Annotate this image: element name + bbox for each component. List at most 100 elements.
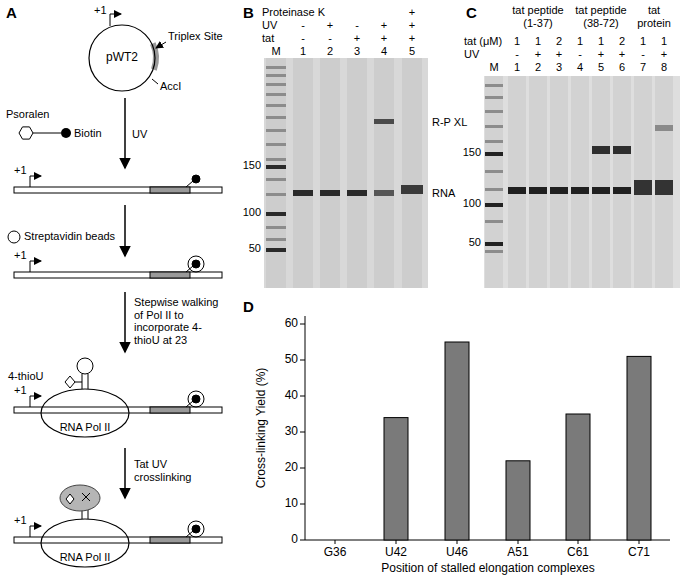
rna-band — [374, 190, 394, 196]
lane-condition: + — [381, 19, 387, 32]
bead-symbol — [188, 256, 204, 272]
row-header: Proteinase K — [262, 6, 325, 19]
ladder-band — [485, 125, 503, 128]
rna-band — [320, 190, 340, 196]
group-header: tat peptide (38-72) — [571, 4, 631, 29]
ladder-band — [266, 165, 286, 169]
ladder-band — [266, 129, 286, 132]
tick-label: 60 — [285, 317, 298, 331]
gel-lane — [655, 76, 673, 288]
ladder-band — [266, 74, 286, 77]
ladder-band — [485, 220, 503, 223]
ladder-band — [485, 140, 503, 143]
start-arrow — [30, 526, 41, 537]
size-marker: 100 — [243, 206, 261, 219]
size-marker: 100 — [463, 197, 481, 210]
gel-lane — [266, 58, 286, 288]
ellipse-outline — [41, 519, 129, 567]
crosslink-band — [655, 125, 673, 131]
ladder-band — [485, 152, 503, 156]
lane-condition: + — [409, 19, 415, 32]
ladder-band — [266, 116, 286, 119]
start-site: +1 — [14, 384, 27, 397]
rna-loop — [77, 358, 93, 374]
gel-lane — [402, 58, 422, 288]
lane-condition: + — [619, 48, 625, 61]
lane-condition: + — [556, 48, 562, 61]
y-ticks — [300, 324, 305, 540]
plasmid-art — [110, 14, 166, 84]
step-arrows — [124, 98, 126, 498]
psoralen-hexagon — [19, 127, 33, 139]
reagent-label: 4-thioU — [8, 370, 43, 383]
start-site: +1 — [14, 514, 27, 527]
lane-number: M — [489, 61, 498, 74]
triplex-block — [150, 537, 190, 543]
panel-letter: D — [243, 298, 254, 315]
gel-lane — [508, 76, 526, 288]
step-arrow — [124, 205, 126, 256]
reagent-label: Psoralen — [6, 108, 49, 121]
row-header: tat — [262, 32, 274, 45]
lane-condition: - — [578, 48, 582, 61]
size-marker: 150 — [463, 146, 481, 159]
lane-condition: - — [328, 32, 332, 45]
dna-duplex — [14, 407, 222, 413]
dna-duplex — [14, 187, 222, 193]
node-text: RNA Pol II — [60, 421, 111, 434]
tick-label: 20 — [285, 461, 298, 475]
lane-number: 8 — [661, 61, 667, 74]
bead-symbol — [188, 391, 204, 407]
start-site: +1 — [14, 164, 27, 177]
lane-number: 6 — [619, 61, 625, 74]
lane-condition: 1 — [577, 35, 583, 48]
x-ticks — [335, 540, 639, 544]
gel-background — [264, 58, 428, 288]
lane-condition: 1 — [514, 35, 520, 48]
category-label: U42 — [385, 546, 407, 560]
y-axis — [305, 316, 306, 540]
rna-band — [529, 187, 547, 194]
lane-number: 7 — [640, 61, 646, 74]
triplex-block — [150, 187, 190, 193]
plasmid-circle: pWT2 — [88, 24, 156, 92]
gel-lane — [293, 58, 313, 288]
bar — [445, 342, 469, 540]
start-arrow — [30, 396, 41, 407]
dna-line-1 — [14, 175, 222, 193]
leader-line — [156, 42, 166, 48]
tat-ellipse — [60, 485, 100, 511]
lane-number: 3 — [354, 45, 360, 58]
ladder-band — [266, 193, 286, 196]
triplex-block — [150, 272, 190, 278]
lane-condition: 2 — [619, 35, 625, 48]
gel-images — [264, 58, 680, 288]
step-arrow — [124, 292, 126, 352]
ladder-band — [485, 110, 503, 113]
gel-lane — [529, 76, 547, 288]
bar — [627, 356, 651, 540]
circle-outline — [89, 25, 155, 91]
band-label: RNA — [432, 187, 455, 200]
lane-number: 4 — [577, 61, 583, 74]
start-arrow — [30, 176, 41, 187]
biotin-dot — [192, 395, 200, 403]
dna-line-2 — [14, 256, 222, 278]
lane-condition: 2 — [556, 35, 562, 48]
lane-number: 2 — [327, 45, 333, 58]
start-site: +1 — [94, 4, 107, 17]
lane-number: 2 — [535, 61, 541, 74]
size-marker: 50 — [469, 236, 481, 249]
lane-number: 5 — [598, 61, 604, 74]
category-label: C61 — [567, 546, 589, 560]
biotin-dot — [192, 525, 200, 533]
lane-number: 5 — [409, 45, 415, 58]
reagent-label: Streptavidin beads — [24, 230, 115, 243]
ladder-band — [266, 104, 286, 107]
lane-number: M — [271, 45, 280, 58]
bar — [384, 418, 408, 540]
crosslink-mark — [82, 493, 90, 501]
ladder-band — [485, 96, 503, 99]
lane-condition: 1 — [535, 35, 541, 48]
